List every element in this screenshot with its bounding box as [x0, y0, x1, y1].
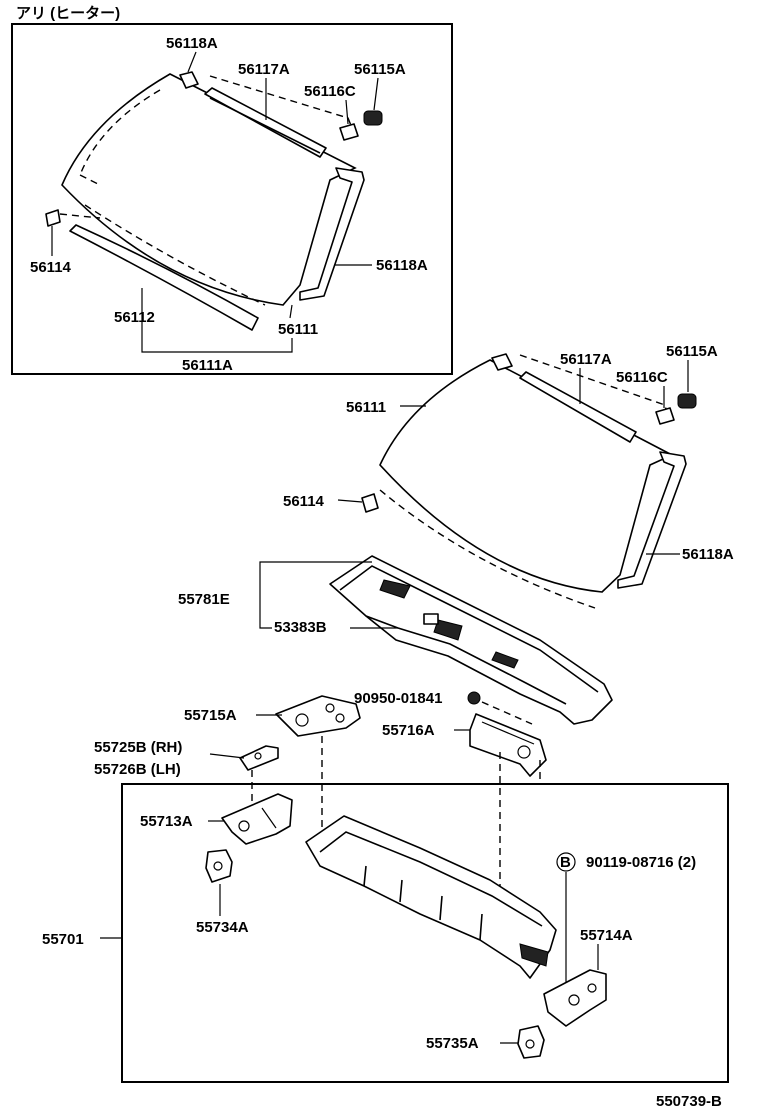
inset-leader-56115a: [373, 77, 379, 111]
label-55714a: 55714A: [580, 927, 633, 944]
grommet-guide: [481, 701, 533, 725]
label-56116c: 56116C: [616, 369, 668, 386]
inset-bracket-56111a: [141, 288, 293, 353]
retainer: [361, 493, 379, 513]
clip-a: [677, 393, 697, 409]
inset-lower-molding: [69, 224, 259, 331]
label-55713a: 55713A: [140, 813, 193, 830]
inset-label-56117a: 56117A: [238, 61, 290, 78]
leader-55725b: [209, 753, 245, 759]
label-55726b-lh: 55726B (LH): [94, 761, 181, 778]
dash-panel-frame: [121, 783, 729, 1083]
mount-right: [517, 1025, 545, 1059]
inset-clip-c: [339, 123, 359, 141]
bolt-marker: B: [556, 852, 576, 872]
bolt-marker-letter: B: [560, 854, 571, 871]
label-90119-08716: 90119-08716 (2): [586, 854, 696, 871]
mount-left: [205, 849, 233, 883]
clip-c: [655, 407, 675, 425]
inset-windshield-glass: [61, 73, 357, 306]
label-55734a: 55734A: [196, 919, 249, 936]
label-55716a: 55716A: [382, 722, 435, 739]
reinforcement-left: [221, 793, 293, 845]
cowl-top-panel: [329, 555, 613, 725]
leader-56114: [337, 499, 363, 503]
label-56117a: 56117A: [560, 351, 612, 368]
label-55701: 55701: [42, 931, 84, 948]
grommet: [467, 691, 481, 705]
inset-side-molding: [299, 167, 365, 301]
windshield-glass: [379, 354, 674, 609]
upper-corner-molding: [491, 353, 513, 371]
label-56114: 56114: [283, 493, 325, 510]
reinforcement-right: [543, 969, 607, 1027]
dash-panel: [305, 815, 557, 979]
inset-frame: [11, 23, 453, 375]
label-56111: 56111: [346, 399, 386, 416]
inset-label-56111: 56111: [278, 321, 318, 338]
label-55725b-rh: 55725B (RH): [94, 739, 182, 756]
figure-code: 550739-B: [656, 1093, 722, 1110]
inset-leader-56116c: [345, 99, 349, 125]
variant-label: アリ (ヒーター): [16, 5, 120, 22]
upper-molding: [519, 371, 637, 443]
label-53383b: 53383B: [274, 619, 327, 636]
label-55735a: 55735A: [426, 1035, 479, 1052]
label-55715a: 55715A: [184, 707, 237, 724]
label-55781e: 55781E: [178, 591, 230, 608]
side-molding: [617, 451, 687, 589]
inset-label-56118a-side: 56118A: [376, 257, 428, 274]
inset-label-56114: 56114: [30, 259, 72, 276]
label-56118a: 56118A: [682, 546, 734, 563]
inset-leader-56118a-top: [187, 51, 197, 73]
cowl-bracket-right: [469, 713, 547, 777]
inset-label-56116c: 56116C: [304, 83, 356, 100]
cowl-bracket-left: [275, 695, 361, 737]
inset-retainer: [45, 209, 101, 227]
inset-label-56112: 56112: [114, 309, 155, 326]
bracket-55781e: [259, 561, 372, 629]
inset-upper-corner-molding: [179, 71, 199, 89]
inset-label-56115a: 56115A: [354, 61, 406, 78]
label-56115a: 56115A: [666, 343, 718, 360]
inset-leader-56111: [289, 304, 293, 319]
label-90950-01841: 90950-01841: [354, 690, 442, 707]
inset-label-56118a-top: 56118A: [166, 35, 218, 52]
brace-rh-lh: [239, 745, 279, 771]
inset-clip-a: [363, 110, 383, 126]
inset-label-56111a: 56111A: [182, 357, 233, 374]
